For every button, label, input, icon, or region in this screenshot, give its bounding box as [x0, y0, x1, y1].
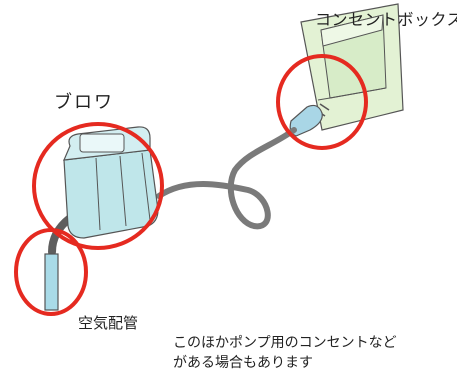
footnote-line-2: がある場合もあります: [173, 355, 313, 371]
blower: [63, 126, 159, 239]
label-blower: ブロワ: [54, 92, 114, 113]
highlight-circle-pipe: [14, 228, 88, 316]
footnote-line-1: このほかポンプ用のコンセントなど: [173, 335, 397, 351]
power-cable: [156, 127, 297, 230]
label-air-pipe: 空気配管: [78, 314, 139, 332]
highlight-circle-blower: [32, 122, 164, 250]
highlight-circle-outlet: [276, 54, 368, 150]
footnote: このほかポンプ用のコンセントなど がある場合もあります: [173, 333, 397, 373]
label-outlet-box: コンセントボックス: [315, 10, 457, 29]
